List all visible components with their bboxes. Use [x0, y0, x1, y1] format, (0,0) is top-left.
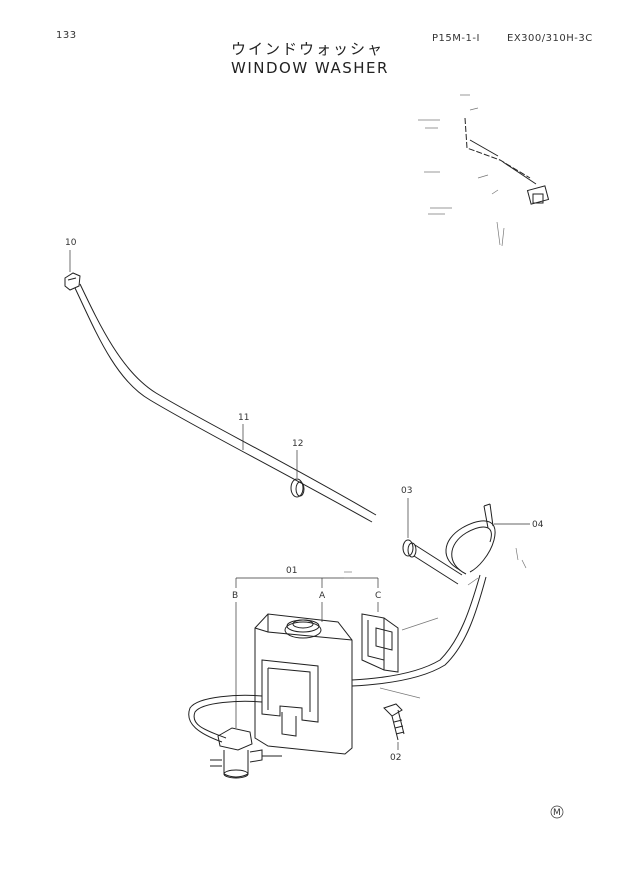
callout-01: 01 [286, 566, 297, 576]
connecting-hose [351, 574, 487, 687]
callout-10: 10 [65, 238, 77, 248]
part-12-clamp: 12 [290, 439, 305, 498]
title-english: WINDOW WASHER [231, 59, 389, 77]
inset-location-view [418, 94, 550, 247]
washer-pump [210, 727, 263, 779]
part-10-nozzle: 10 [64, 238, 81, 291]
callout-A: A [319, 591, 326, 601]
callout-B: B [232, 591, 238, 601]
m-mark-letter: M [553, 808, 561, 818]
callout-11: 11 [238, 413, 249, 423]
tank-bracket [361, 613, 399, 673]
title-japanese: ウインドウォッシャ [231, 40, 385, 58]
washer-tank [254, 613, 353, 755]
part-11-hose: 11 [74, 283, 377, 523]
callout-01-bracket: 01 A B C [232, 566, 381, 728]
callout-02: 02 [390, 753, 401, 763]
pump-hose [188, 694, 282, 757]
m-mark: M [550, 805, 564, 819]
part-03-grommet: 03 [401, 486, 463, 585]
stray-marks [344, 559, 527, 579]
part-04-hose-loop: 04 [445, 503, 544, 586]
page-number: 133 [56, 30, 77, 41]
callout-C: C [375, 591, 381, 601]
callout-04: 04 [532, 520, 544, 530]
callout-03: 03 [401, 486, 412, 496]
part-02-bolt: 02 [379, 687, 421, 763]
model-code: EX300/310H-3C [507, 33, 593, 44]
ref-code: P15M-1-I [432, 33, 480, 44]
callout-12: 12 [292, 439, 303, 449]
